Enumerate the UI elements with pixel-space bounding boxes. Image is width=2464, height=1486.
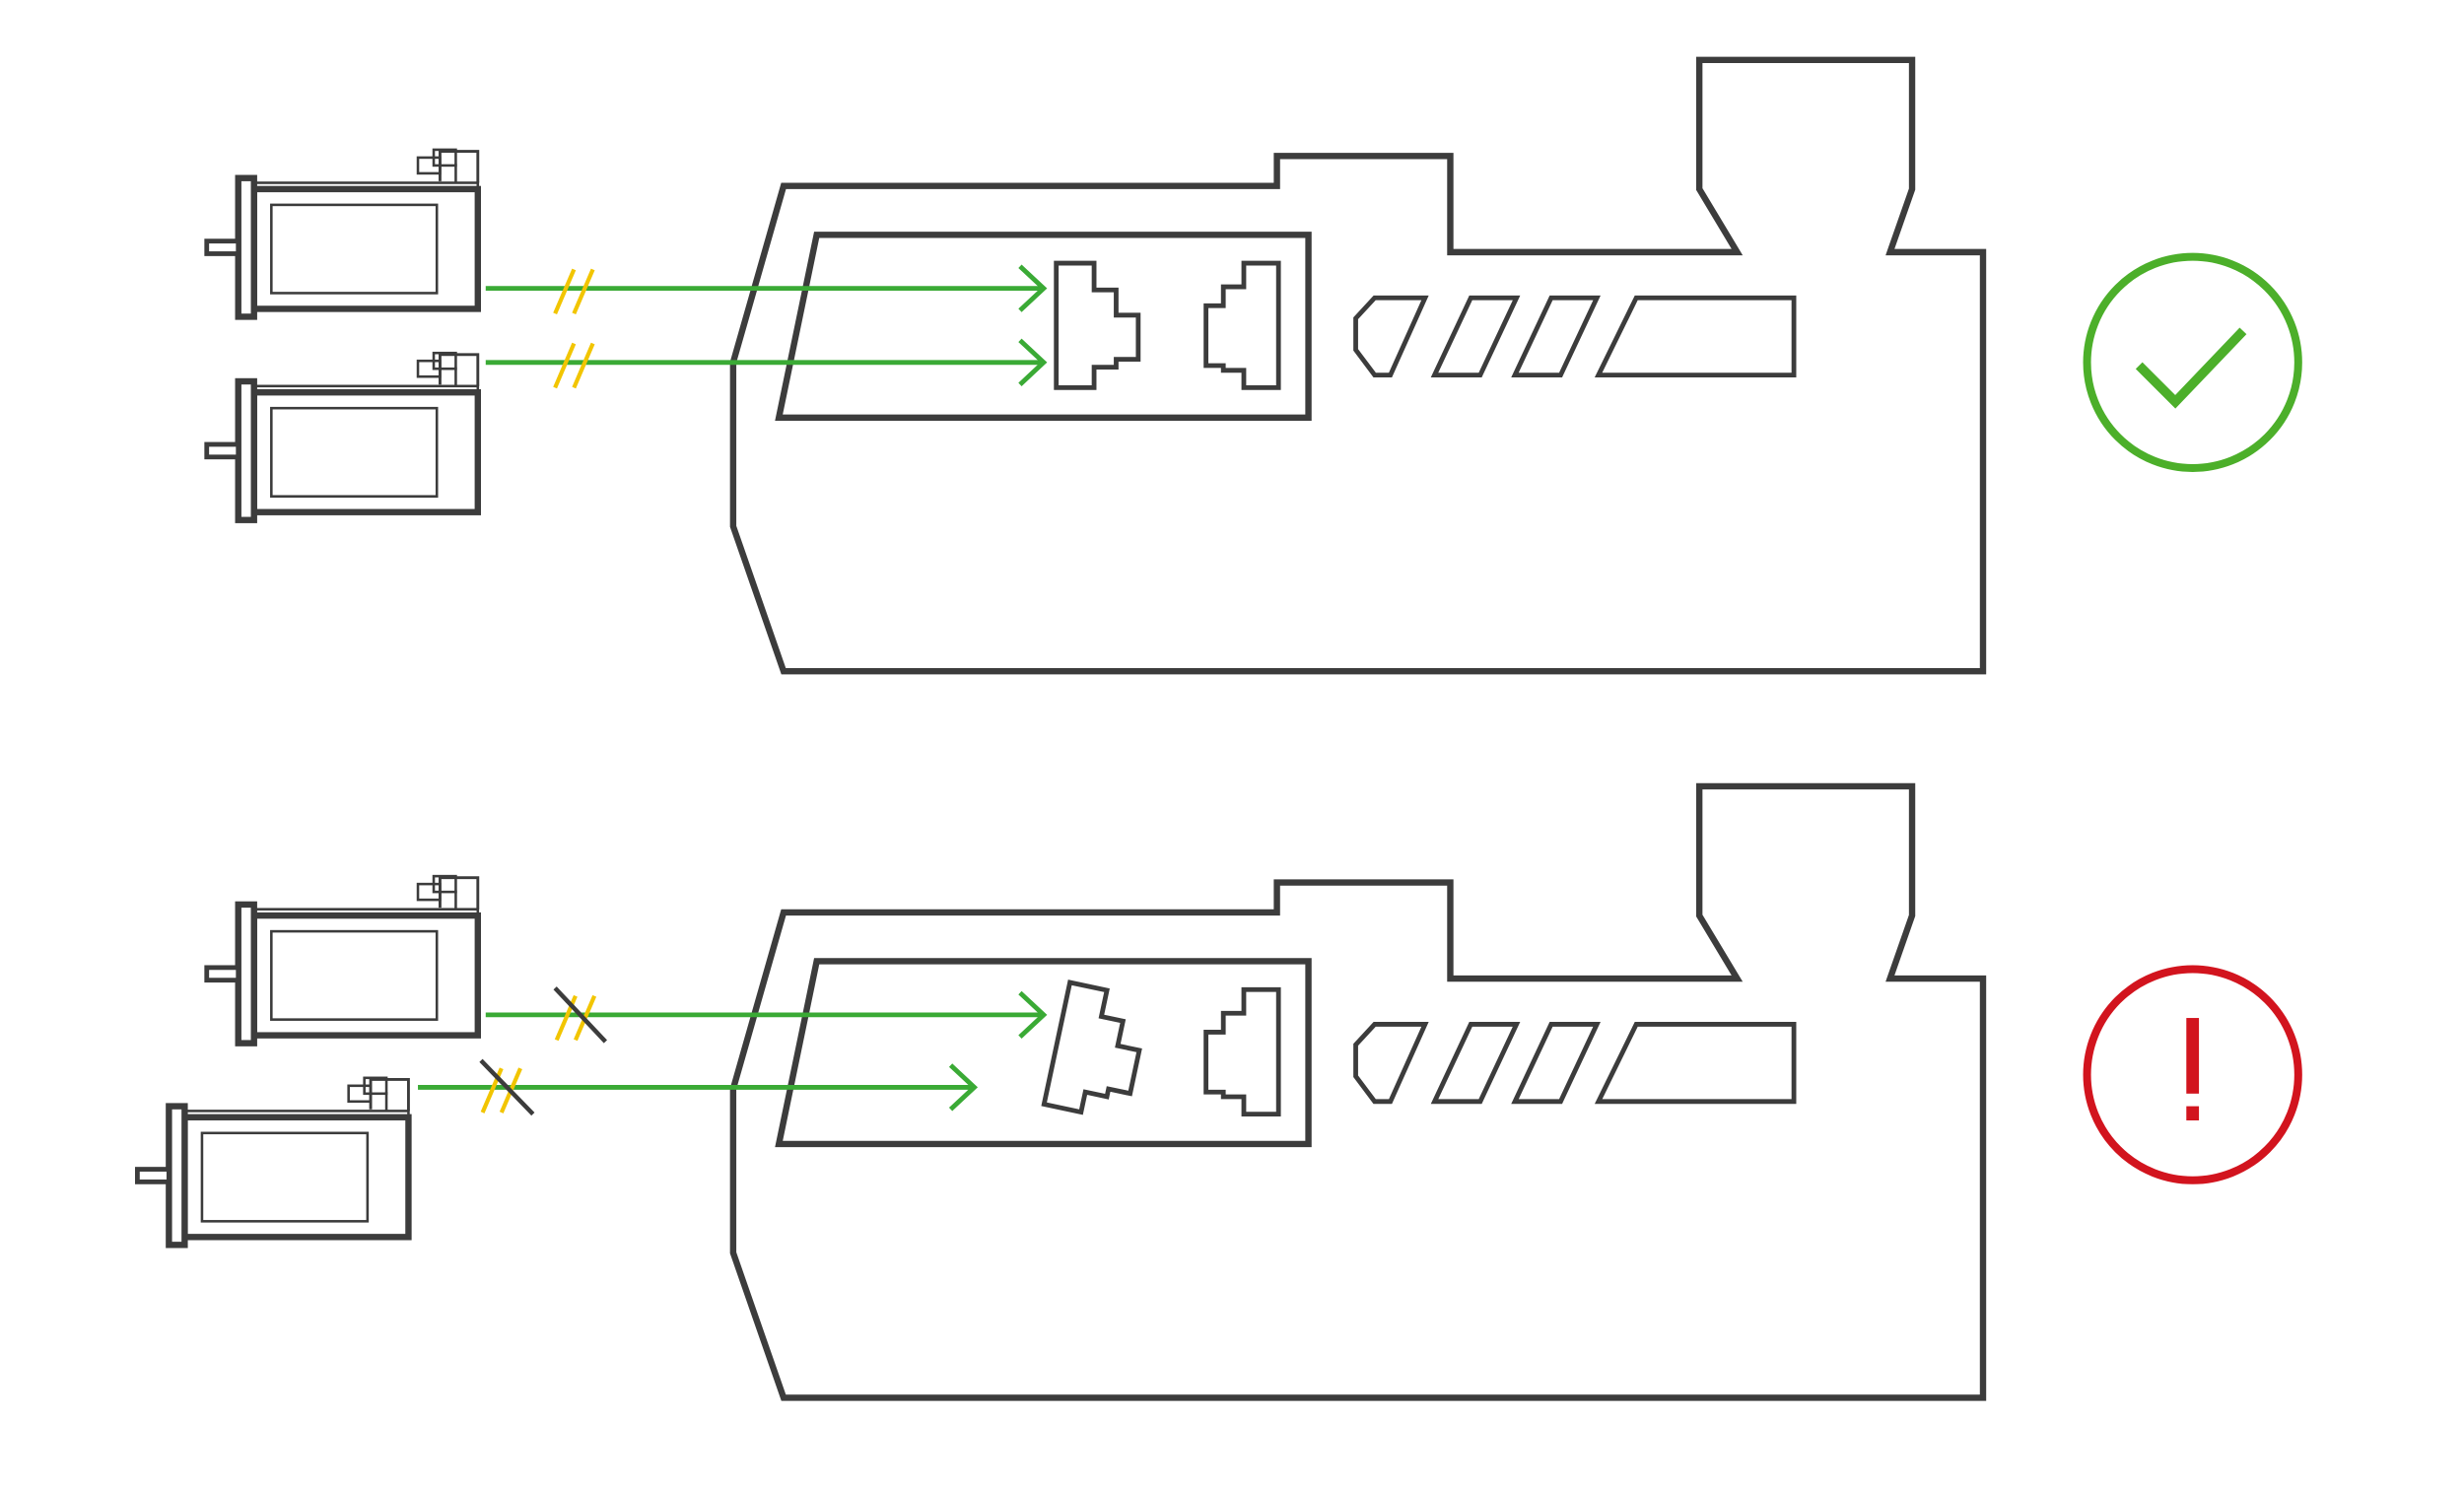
checkmark-icon	[2135, 327, 2247, 409]
panel-correct-wiring	[207, 60, 2302, 671]
break-mark	[553, 986, 607, 1044]
servo-motor-1	[207, 150, 478, 317]
machine-housing	[733, 786, 1983, 1397]
signal-cable-1	[485, 986, 1048, 1044]
interference-mark	[553, 268, 577, 315]
ok-status-icon	[2083, 252, 2302, 472]
panel-incorrect-wiring	[137, 786, 2302, 1397]
interference-mark	[553, 342, 577, 389]
break-mark	[479, 1058, 535, 1116]
error-status-icon	[2083, 965, 2302, 1184]
servo-motor-1	[207, 876, 478, 1044]
exclamation-icon	[2186, 1018, 2200, 1094]
servo-motor-2	[137, 1078, 408, 1246]
signal-cable-2	[418, 1058, 979, 1116]
signal-cable-2	[485, 338, 1048, 389]
servo-motor-2	[207, 353, 478, 520]
machine-housing	[733, 60, 1983, 671]
signal-cable-1	[485, 264, 1048, 315]
